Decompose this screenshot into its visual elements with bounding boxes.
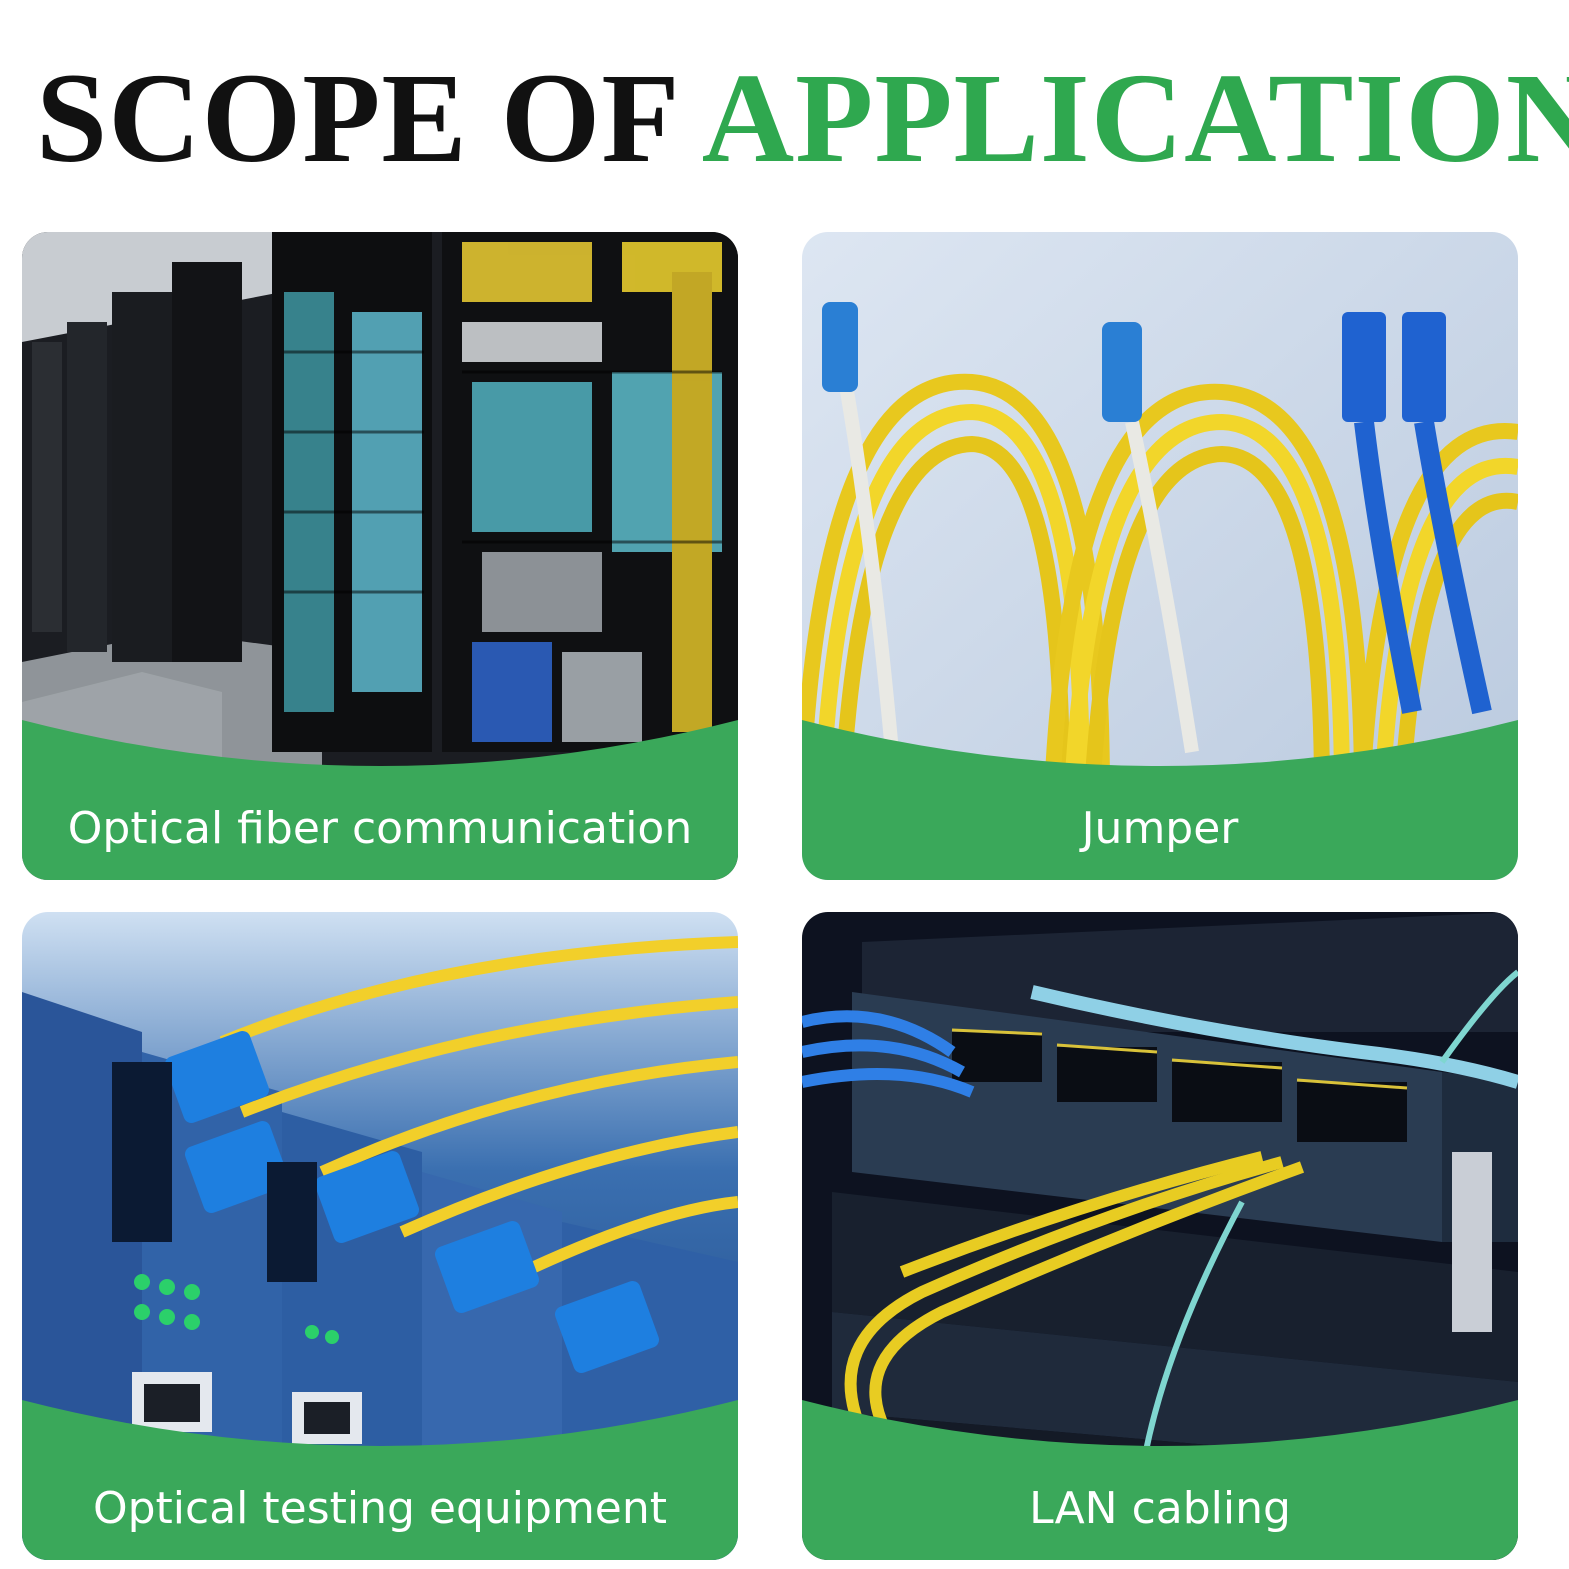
caption-band [802, 720, 1518, 880]
title-part-green: APPLICATION [701, 47, 1569, 189]
caption-band [802, 1400, 1518, 1560]
server-room-photo [22, 232, 738, 880]
card-caption: LAN cabling [1029, 1483, 1291, 1534]
card-jumper: Jumper [802, 232, 1518, 880]
title-part-black: SCOPE OF [36, 47, 676, 189]
caption-band [22, 720, 738, 880]
page-title: SCOPE OF APPLICATION [36, 47, 1569, 189]
card-caption: Optical fiber communication [67, 803, 693, 854]
caption-band [22, 1400, 738, 1560]
card-optical-fiber-communication: Optical fiber communication [22, 232, 738, 880]
card-optical-testing-equipment: Optical testing equipment [22, 912, 738, 1560]
card-caption: Jumper [1081, 803, 1239, 854]
card-caption: Optical testing equipment [92, 1483, 668, 1534]
card-lan-cabling: LAN cabling [802, 912, 1518, 1560]
